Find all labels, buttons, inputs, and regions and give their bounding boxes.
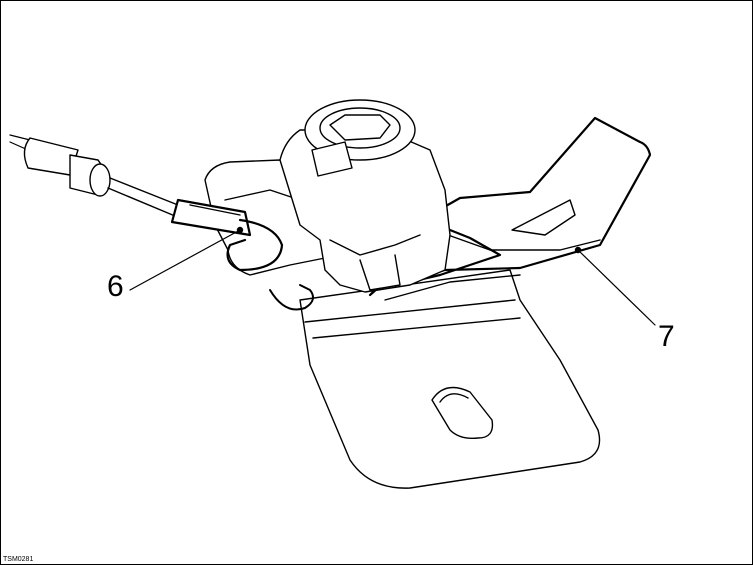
lever-plate-edge bbox=[224, 189, 301, 201]
bracket-bend-line-2 bbox=[304, 299, 516, 323]
cable-ferrule-end bbox=[89, 163, 111, 197]
spring-clip-rib bbox=[511, 199, 576, 236]
clip-wire bbox=[269, 284, 315, 311]
leader-line-6 bbox=[129, 229, 241, 291]
cable-wire bbox=[107, 177, 179, 217]
spring-clip-inner-edge bbox=[447, 234, 601, 251]
lock-cylinder-face bbox=[329, 114, 391, 141]
cable-sleeve bbox=[23, 137, 79, 176]
cable-end-fitting-line bbox=[189, 204, 241, 216]
lock-tab bbox=[311, 141, 353, 177]
callout-6: 6 bbox=[107, 270, 124, 303]
housing-slot bbox=[359, 254, 401, 291]
bracket-slot bbox=[431, 386, 494, 440]
callout-7: 7 bbox=[658, 320, 675, 353]
leader-line-7 bbox=[577, 249, 656, 326]
housing-inner bbox=[329, 234, 421, 256]
bracket-slot-inner bbox=[439, 393, 469, 403]
cable-end-fitting bbox=[170, 198, 252, 237]
spring-clip-lower-edge bbox=[384, 274, 521, 301]
leader-dot-7 bbox=[574, 246, 582, 254]
cable-outer bbox=[9, 134, 31, 141]
cable-hook bbox=[226, 218, 284, 272]
leader-dot-6 bbox=[236, 226, 244, 234]
bracket-bend-line bbox=[312, 317, 521, 339]
mounting-bracket bbox=[299, 269, 601, 489]
figure-code: TSM0281 bbox=[3, 556, 34, 563]
